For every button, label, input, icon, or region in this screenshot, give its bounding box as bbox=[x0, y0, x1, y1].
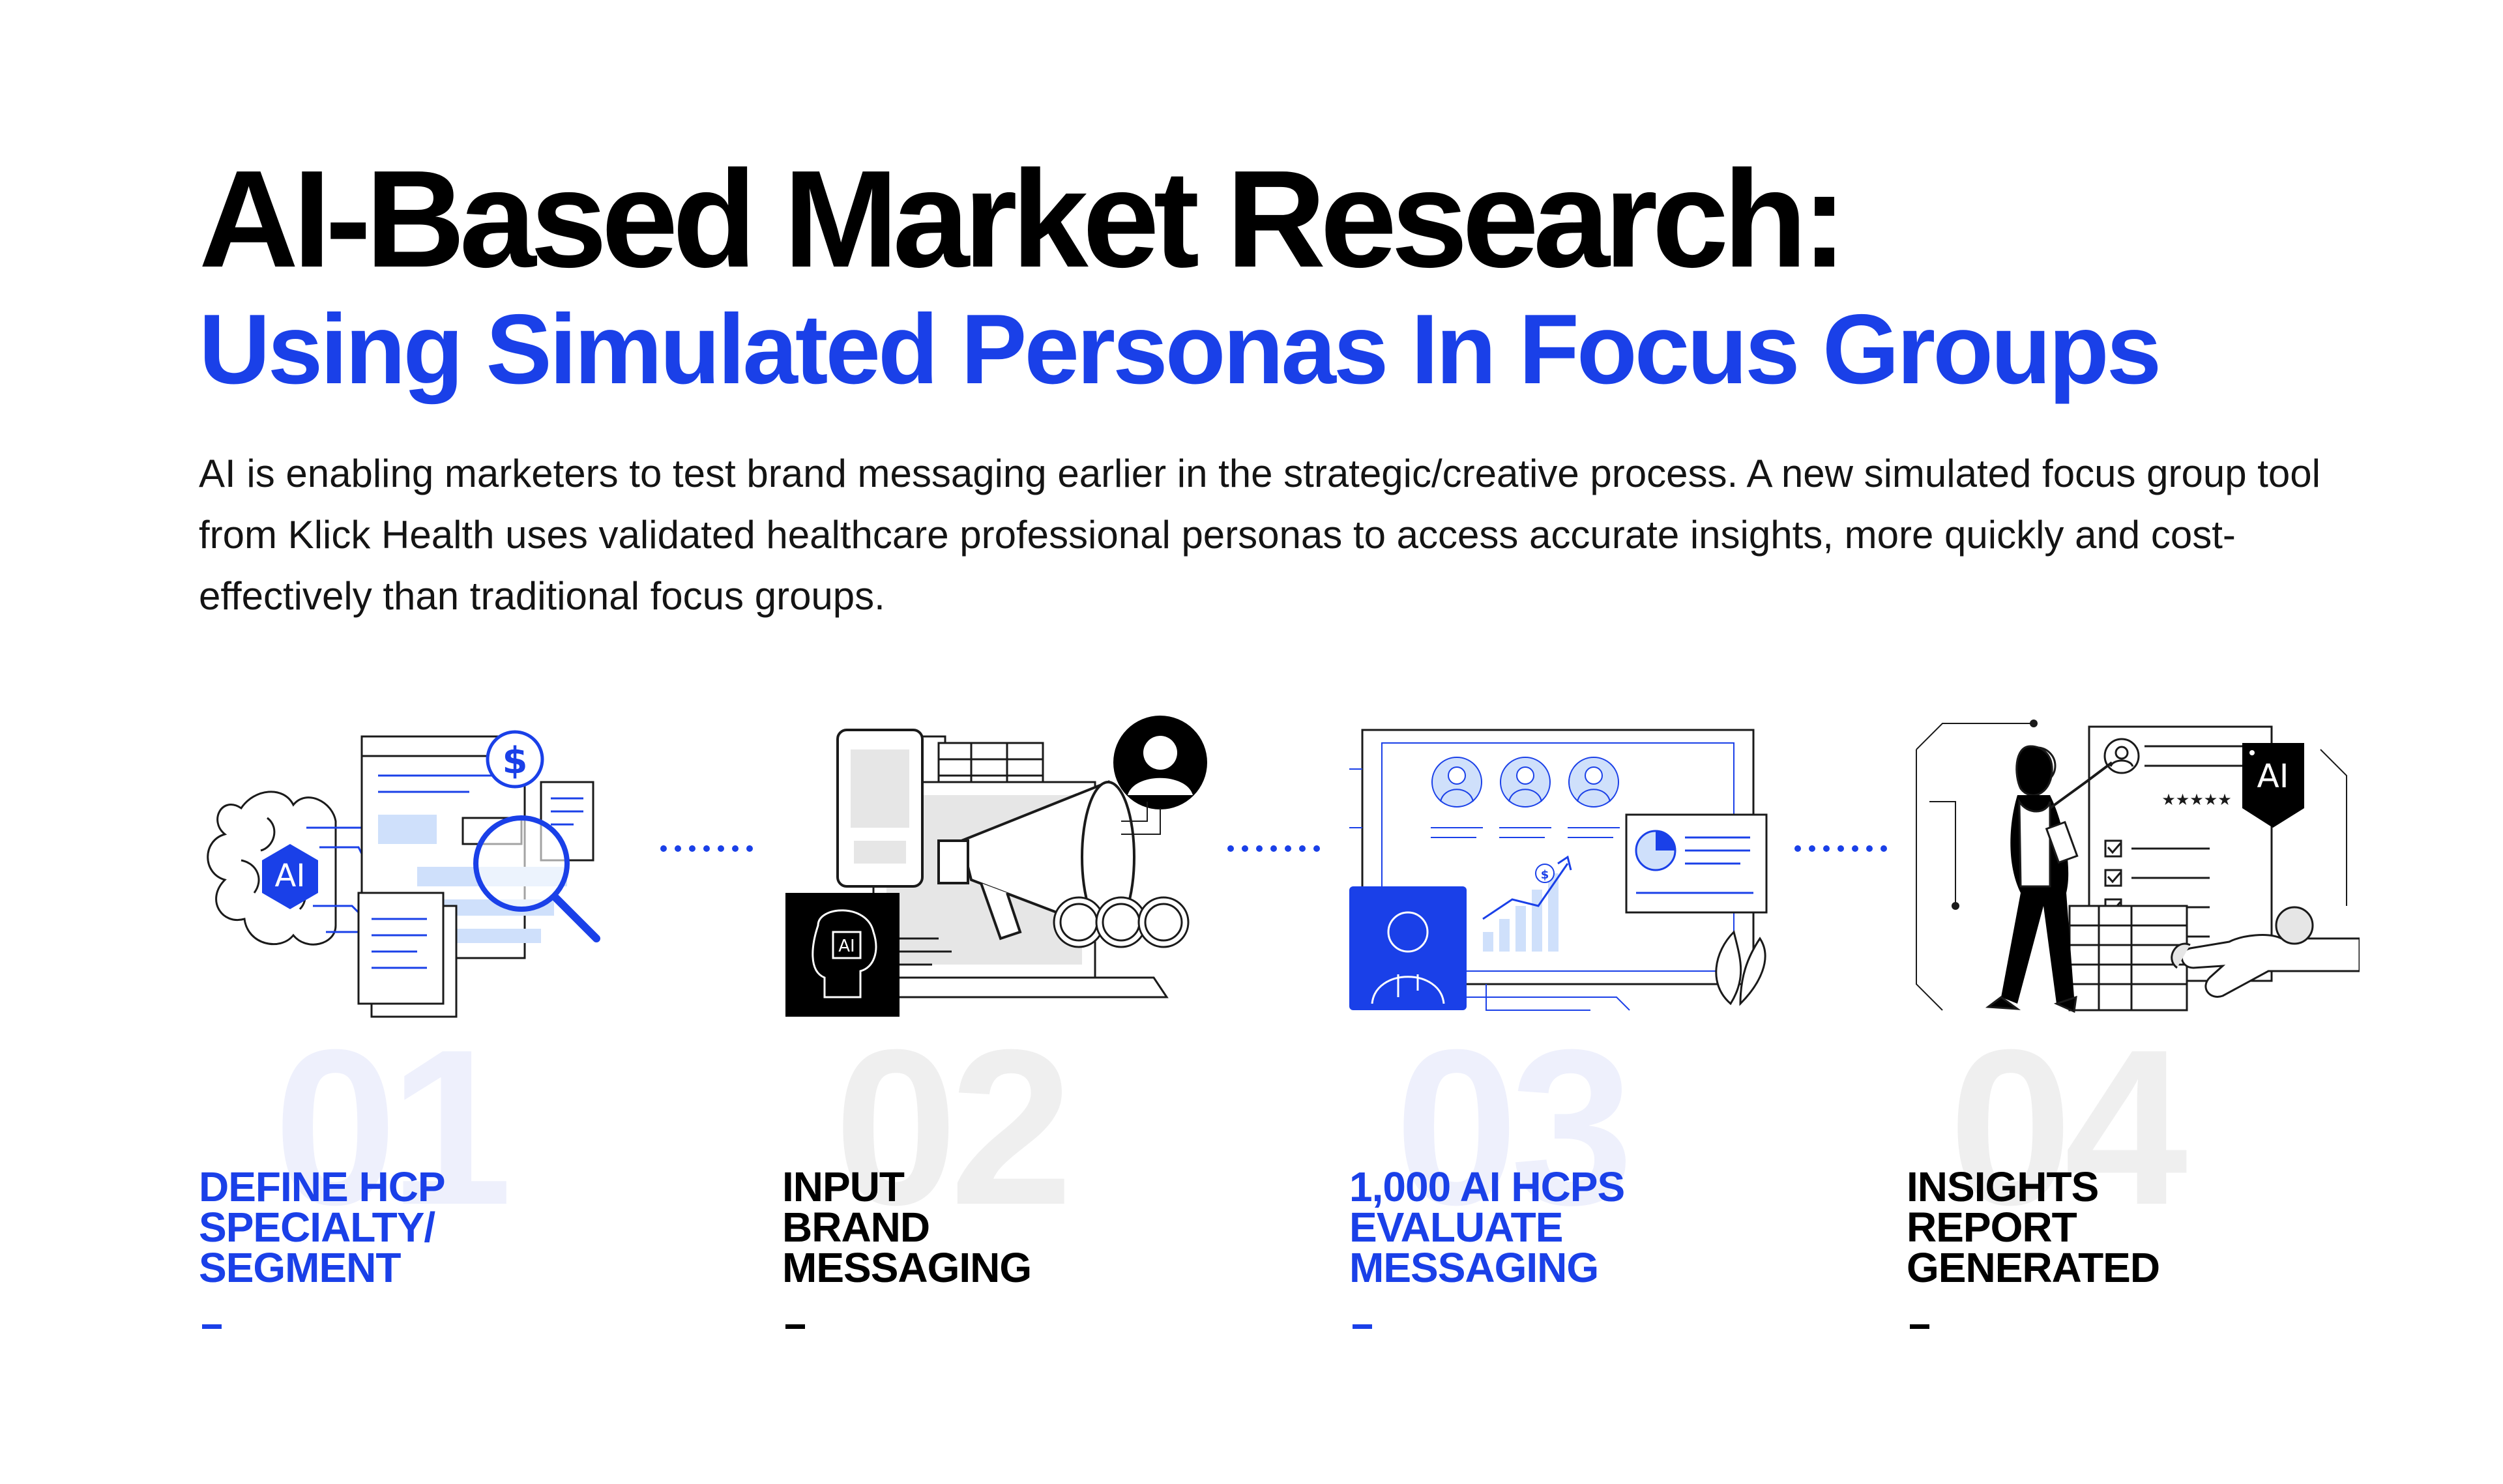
connector-dots-1 bbox=[660, 845, 753, 852]
step-label-line: 1,000 AI HCPs bbox=[1349, 1163, 1625, 1210]
ai-head-chip-label: AI bbox=[838, 937, 855, 956]
step-label-2: INPUT BRAND MESSAGING bbox=[782, 1163, 1032, 1291]
step-number-1: 01 bbox=[274, 1004, 512, 1251]
connector-dots-3 bbox=[1794, 845, 1887, 852]
step-label-line: SEGMENT bbox=[199, 1244, 401, 1291]
step-label-3: 1,000 AI HCPs EVALUATE MESSAGING bbox=[1349, 1163, 1625, 1291]
megaphone-phone-ai-head-icon: AI bbox=[782, 710, 1219, 1023]
ai-chip-label: AI bbox=[275, 858, 306, 894]
rating-stars: ★★★★★ bbox=[2161, 791, 2232, 809]
intro-paragraph: AI is enabling marketers to test brand m… bbox=[199, 452, 2320, 618]
page-title: AI-Based Market Research: bbox=[199, 141, 1847, 296]
step-label-4: INSIGHTS REPORT GENERATED bbox=[1907, 1163, 2160, 1291]
step-number-4: 04 bbox=[1949, 1004, 2188, 1251]
page-subtitle: Using Simulated Personas In Focus Groups bbox=[199, 294, 2161, 405]
step-label-line: DEFINE HCP bbox=[199, 1163, 446, 1210]
step-label-line: MESSAGING bbox=[1349, 1244, 1599, 1291]
step-label-line: BRAND bbox=[782, 1204, 930, 1251]
step-label-line: INSIGHTS bbox=[1907, 1163, 2099, 1210]
step-label-line: MESSAGING bbox=[782, 1244, 1032, 1291]
step-label-line: EVALUATE bbox=[1349, 1204, 1563, 1251]
dashboard-doctors-chart-icon: $ bbox=[1343, 710, 1799, 1023]
step-label-line: GENERATED bbox=[1907, 1244, 2160, 1291]
step-dash-4 bbox=[1910, 1324, 1929, 1329]
step-number-2: 02 bbox=[834, 1004, 1073, 1251]
dollar-icon: $ bbox=[503, 740, 528, 782]
step-number-3: 03 bbox=[1395, 1004, 1633, 1251]
step-label-1: DEFINE HCP SPECIALTY/ SEGMENT bbox=[199, 1163, 446, 1291]
step-dash-3 bbox=[1353, 1324, 1372, 1329]
step-label-line: SPECIALTY/ bbox=[199, 1204, 435, 1251]
ai-badge-label: AI bbox=[2257, 757, 2289, 795]
dollar-icon: $ bbox=[1541, 868, 1549, 882]
step-label-line: REPORT bbox=[1907, 1204, 2077, 1251]
step-dash-1 bbox=[202, 1324, 222, 1329]
ai-brain-document-search-icon: AI $ bbox=[196, 710, 639, 1023]
step-label-line: INPUT bbox=[782, 1163, 905, 1210]
step-dash-2 bbox=[785, 1324, 805, 1329]
connector-dots-2 bbox=[1227, 845, 1320, 852]
report-checklist-robot-hand-icon: AI ★★★★★ bbox=[1903, 710, 2360, 1023]
